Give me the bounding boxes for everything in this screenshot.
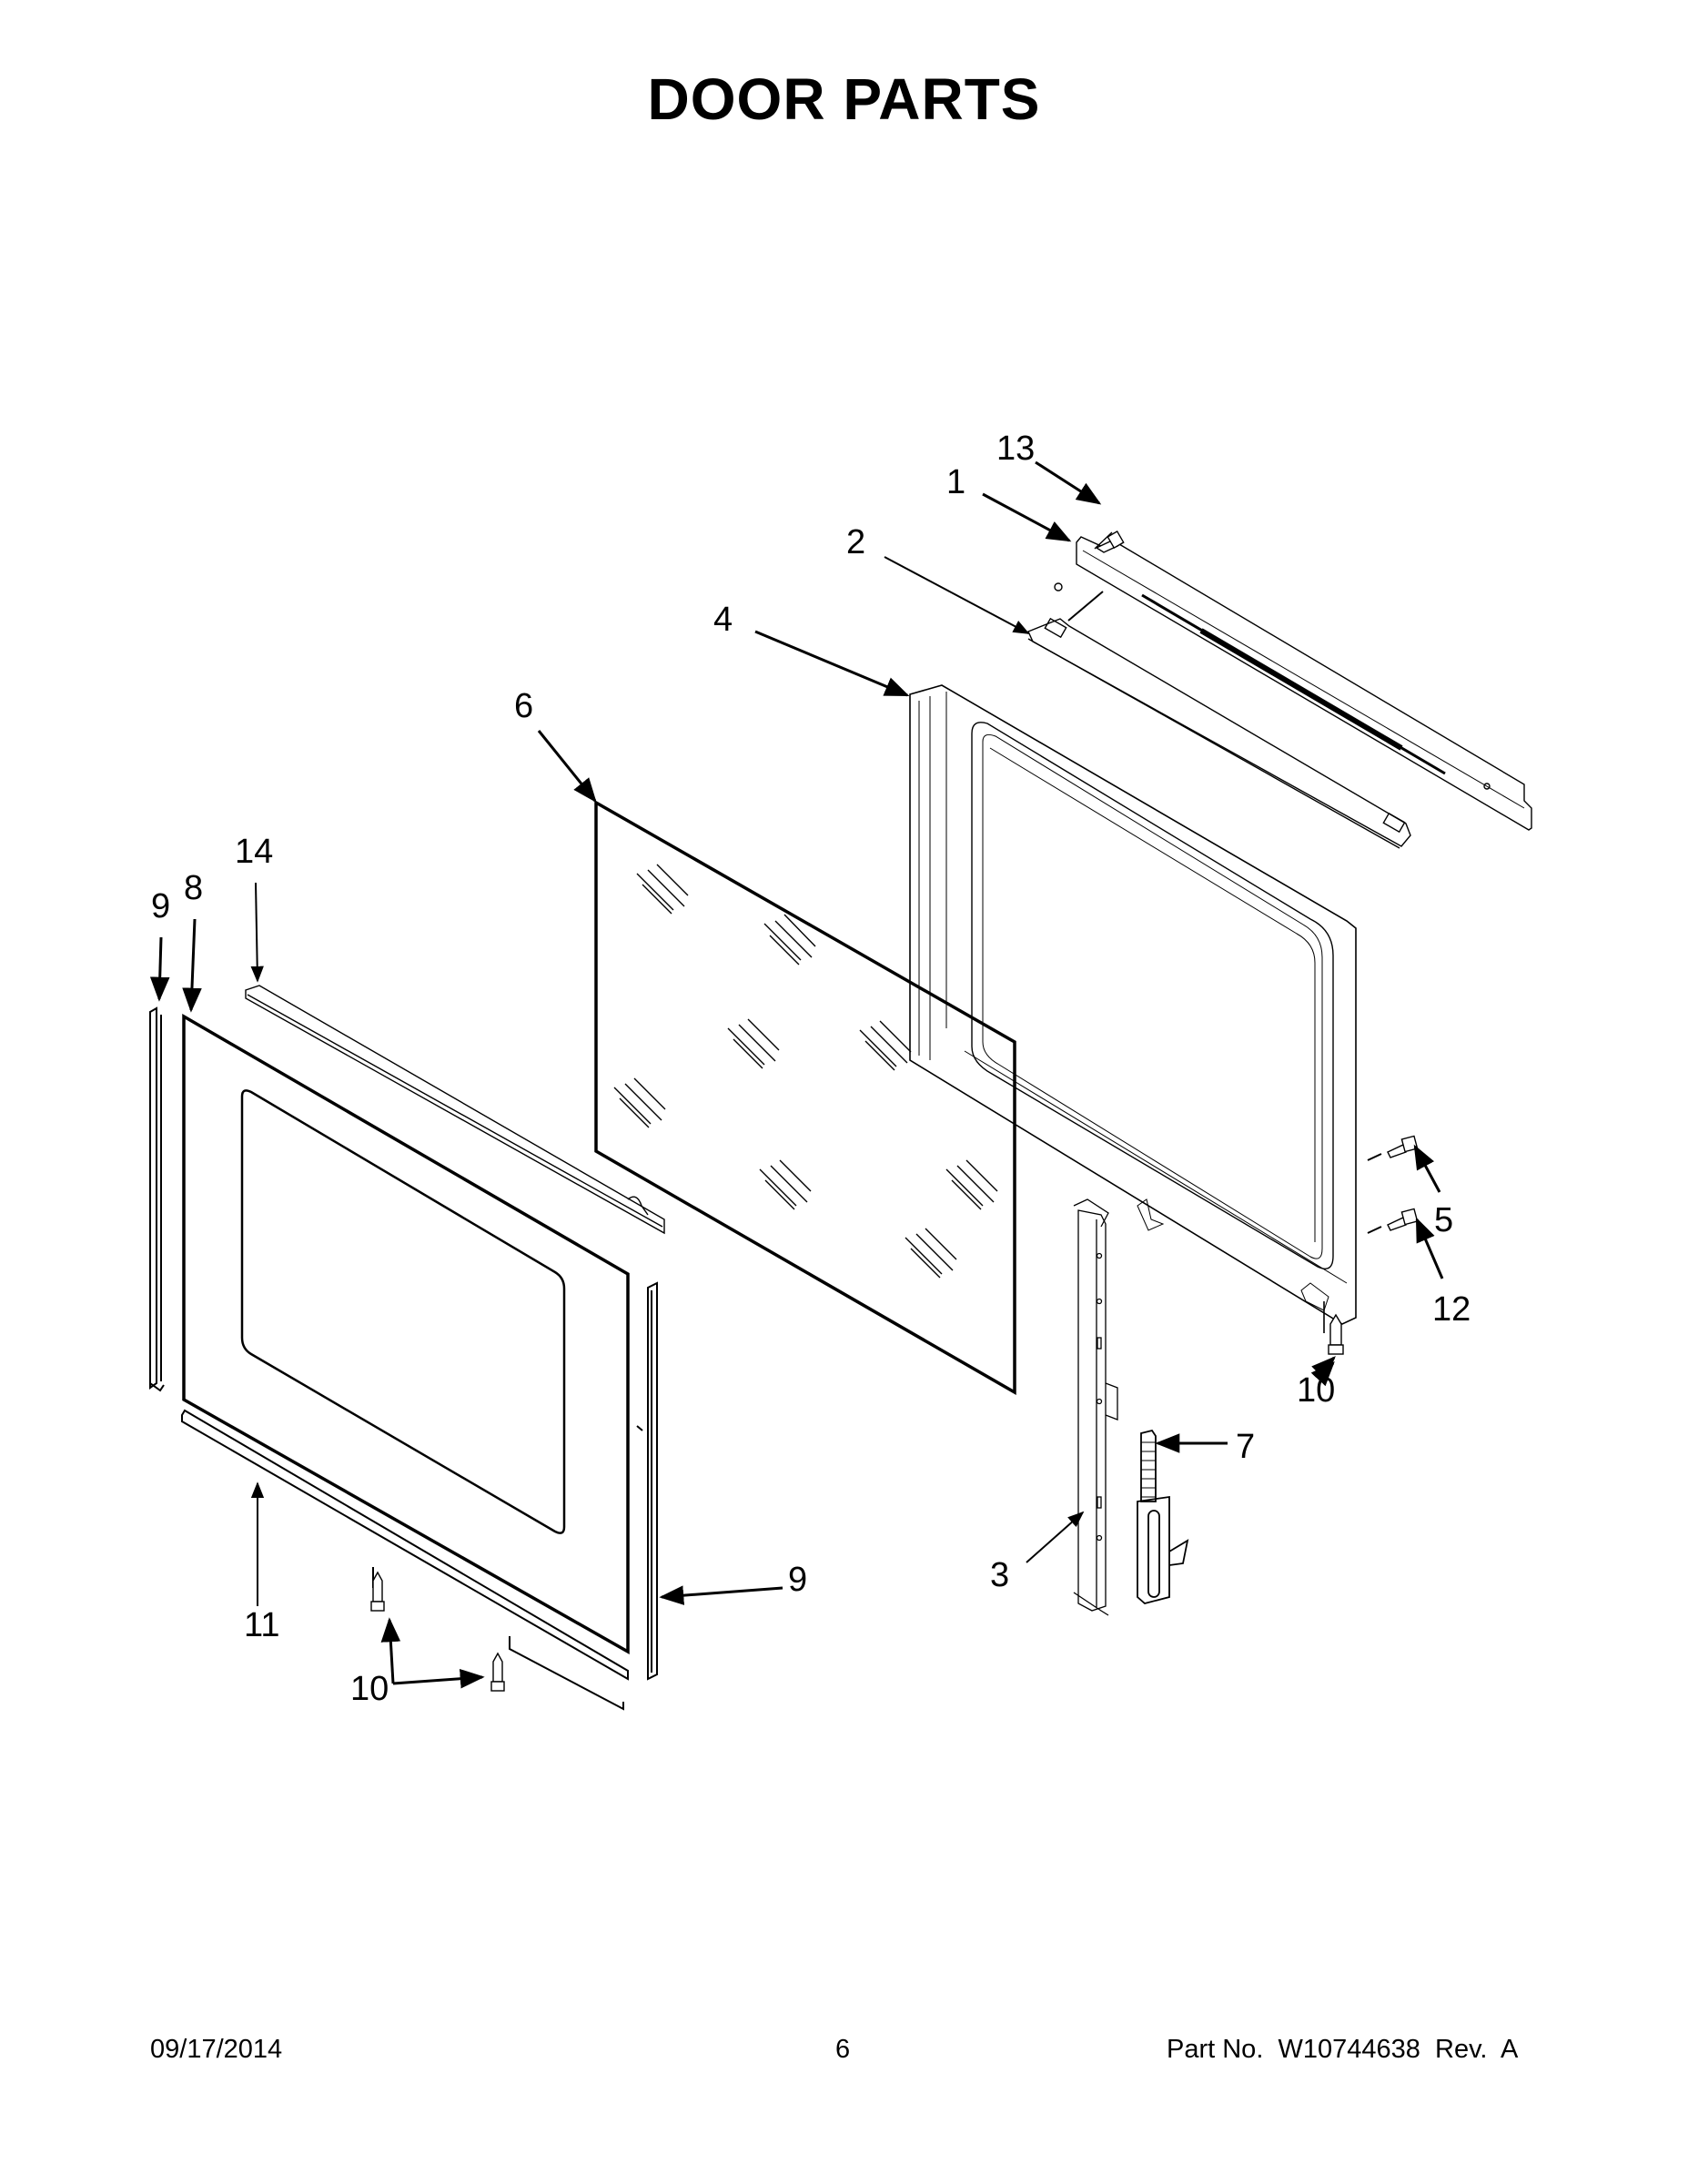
part-1-top-trim	[1054, 536, 1532, 831]
part-4-inner-door-frame	[909, 684, 1357, 1333]
callout-14: 14	[235, 833, 273, 871]
footer-date: 09/17/2014	[150, 2035, 283, 2064]
part-6-glass-panel	[594, 799, 1016, 1396]
part-11-bottom-trim	[181, 1409, 629, 1711]
callout-10-bottom: 10	[350, 1670, 389, 1708]
callout-labels: 13 1 2 4 6 14 9 8 5 12 10 7 3 11 10 9	[151, 430, 1471, 1708]
footer-page-number: 6	[835, 2035, 851, 2064]
part-9-side-trim-left	[149, 1006, 165, 1392]
part-8-outer-door-panel	[182, 1013, 630, 1655]
part-14-top-trim-channel	[245, 985, 665, 1235]
part-12-screw-icon	[1367, 1208, 1419, 1234]
part-7-door-hinge	[1137, 1429, 1189, 1604]
page-title: DOOR PARTS	[647, 66, 1041, 132]
callout-12: 12	[1432, 1290, 1471, 1329]
part-5-screw-icon	[1367, 1135, 1419, 1161]
part-9-side-trim-right	[636, 1281, 658, 1681]
part-13-screw-icon	[1094, 530, 1125, 553]
callout-1: 1	[946, 463, 965, 501]
callout-9-right: 9	[788, 1561, 807, 1599]
callout-8: 8	[184, 869, 203, 907]
callout-4: 4	[713, 601, 733, 639]
part-3-hinge-channel	[1073, 1198, 1118, 1616]
footer-part-number: Part No. W10744638 Rev. A	[1167, 2035, 1519, 2064]
callout-10-right: 10	[1297, 1371, 1335, 1410]
callout-11: 11	[244, 1606, 279, 1644]
callout-13: 13	[996, 430, 1035, 468]
part-10-screw-right-icon	[1328, 1313, 1344, 1355]
part-2-slide-bar	[1027, 591, 1411, 849]
callout-9-left: 9	[151, 887, 170, 925]
leader-lines	[149, 460, 1444, 1689]
callout-2: 2	[846, 523, 865, 561]
callout-6: 6	[514, 687, 533, 725]
callout-3: 3	[990, 1556, 1009, 1594]
part-10-screws-bottom-icon	[370, 1571, 505, 1692]
callout-7: 7	[1236, 1428, 1255, 1466]
glass-reflection-marks	[613, 864, 998, 1279]
callout-5: 5	[1434, 1201, 1453, 1239]
